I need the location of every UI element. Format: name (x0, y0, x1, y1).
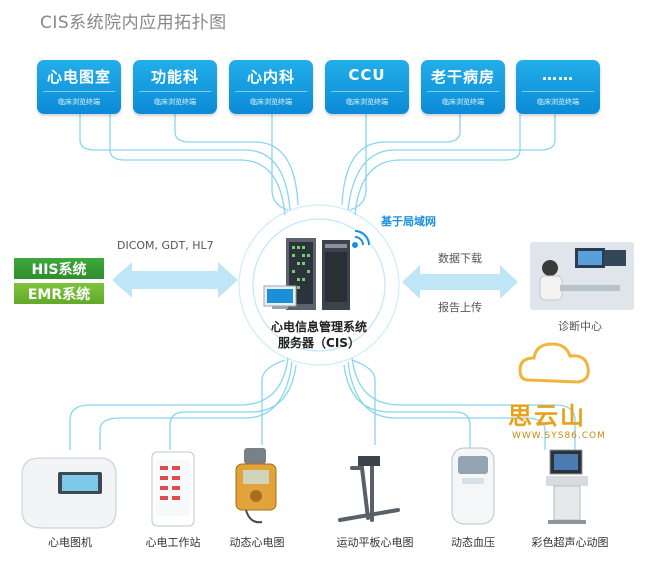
dept-more[interactable]: …… 临床浏览终端 (516, 60, 600, 114)
dept-cardiology[interactable]: 心内科 临床浏览终端 (229, 60, 313, 114)
ultrasound-icon (546, 449, 588, 524)
dept-sub: 临床浏览终端 (250, 98, 292, 106)
dept-sub: 临床浏览终端 (442, 98, 484, 106)
device-label-treadmill: 运动平板心电图 (336, 536, 414, 549)
dept-divider (522, 91, 594, 92)
dept-name: CCU (348, 66, 386, 84)
treadmill-icon (338, 456, 400, 522)
dept-name: 心电图室 (46, 68, 111, 86)
dept-sub: 临床浏览终端 (58, 98, 100, 106)
dept-sub: 临床浏览终端 (346, 98, 388, 106)
report-upload-label: 报告上传 (438, 301, 482, 314)
data-download-label: 数据下载 (438, 252, 482, 265)
server-icon (263, 238, 350, 310)
holter-icon (235, 448, 277, 524)
lan-label: 基于局域网 (381, 215, 436, 228)
dept-ccu[interactable]: CCU 临床浏览终端 (325, 60, 409, 114)
dept-function[interactable]: 功能科 临床浏览终端 (133, 60, 217, 114)
right-double-arrow (402, 265, 518, 299)
device-label-abpm: 动态血压 (451, 536, 495, 549)
left-double-arrow (112, 262, 238, 298)
core-system-subtitle: 服务器（CIS） (278, 336, 360, 350)
device-label-holter: 动态心电图 (229, 536, 285, 549)
dept-name: 心内科 (246, 68, 295, 86)
dept-sub: 临床浏览终端 (537, 98, 579, 106)
watermark-text: 思云山 (508, 402, 586, 430)
protocol-label: DICOM, GDT, HL7 (117, 239, 214, 252)
dept-veteran-ward[interactable]: 老干病房 临床浏览终端 (421, 60, 505, 114)
device-label-ultrasound: 彩色超声心动图 (531, 536, 609, 549)
his-system-box[interactable]: HIS系统 (14, 258, 104, 279)
dept-divider (235, 91, 307, 92)
watermark-cloud (518, 342, 590, 384)
dept-divider (427, 91, 499, 92)
page-title: CIS系统院内应用拓扑图 (40, 13, 227, 33)
device-label-ecg-machine: 心电图机 (48, 536, 92, 549)
abpm-icon (451, 447, 495, 525)
dept-sub: 临床浏览终端 (154, 98, 196, 106)
diagnosis-center-photo (530, 242, 634, 310)
device-label-ecg-workstation: 心电工作站 (145, 536, 201, 549)
wifi-icon (352, 230, 370, 248)
ecg-machine-icon (21, 457, 117, 529)
dept-divider (43, 91, 115, 92)
dept-name: 老干病房 (430, 68, 495, 86)
watermark-url: WWW.SYS86.COM (512, 431, 606, 441)
dept-name: 功能科 (150, 68, 199, 86)
dept-divider (331, 91, 403, 92)
ecg-workstation-icon (151, 451, 195, 527)
core-system-title: 心电信息管理系统 (270, 320, 367, 334)
dept-ecg-room[interactable]: 心电图室 临床浏览终端 (37, 60, 121, 114)
diagnosis-center-label: 诊断中心 (558, 320, 602, 333)
emr-system-box[interactable]: EMR系统 (14, 283, 104, 304)
dept-divider (139, 91, 211, 92)
dept-name: …… (542, 66, 574, 84)
